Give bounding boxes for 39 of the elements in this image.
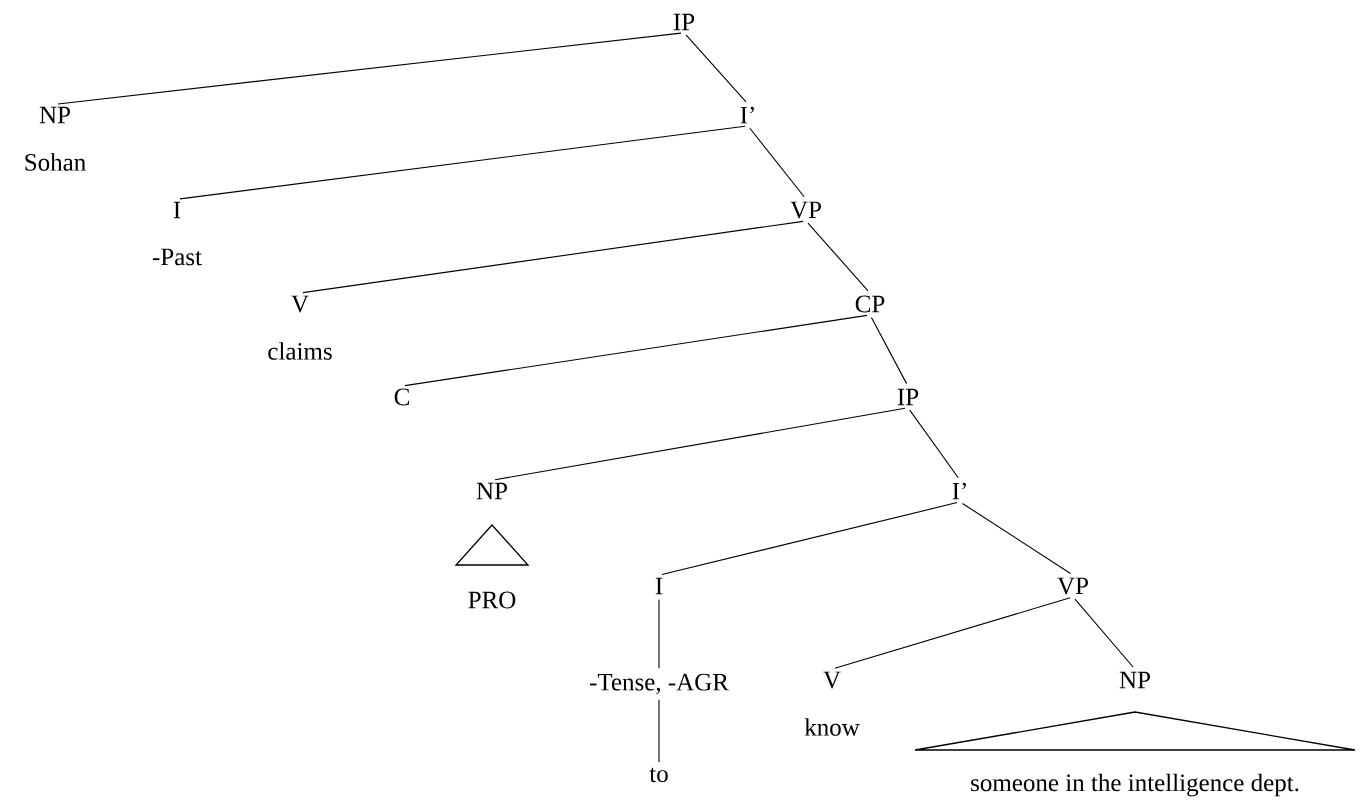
category-label: IP: [673, 13, 695, 31]
word-label: someone in the intelligence dept.: [971, 773, 1299, 797]
word-label: claims: [268, 342, 332, 360]
branch-line: [834, 597, 1071, 669]
branch-line: [494, 407, 906, 481]
category-label: I: [655, 577, 663, 595]
branch-line: [1074, 598, 1134, 668]
category-label: -Tense, -AGR: [590, 673, 729, 695]
category-label: VP: [790, 201, 821, 219]
branch-line: [962, 502, 1072, 574]
branch-line: [661, 502, 958, 576]
branch-line: [57, 32, 682, 105]
category-label: I’: [740, 106, 754, 124]
branch-line: [404, 314, 868, 387]
word-label: know: [804, 718, 860, 736]
branch-line: [807, 222, 869, 292]
word-label: -Past: [152, 248, 202, 266]
category-label: NP: [39, 106, 70, 124]
branch-line: [658, 699, 660, 763]
branch-line: [179, 125, 746, 200]
branch-line: [870, 317, 908, 385]
category-label: I: [173, 201, 181, 219]
category-label: V: [823, 671, 841, 689]
word-label: PRO: [468, 591, 516, 609]
category-label: I’: [952, 482, 966, 500]
branch-line: [909, 409, 959, 479]
category-label: NP: [476, 482, 507, 500]
category-label: V: [291, 295, 309, 313]
branch-line: [302, 220, 804, 294]
category-label: NP: [1119, 671, 1150, 689]
branch-line: [685, 34, 747, 103]
word-label: Sohan: [25, 153, 86, 171]
category-label: IP: [897, 388, 919, 406]
category-label: VP: [1057, 577, 1088, 595]
branch-line: [658, 599, 660, 669]
category-label: C: [394, 388, 409, 406]
branch-line: [749, 127, 805, 198]
category-label: CP: [855, 295, 885, 313]
category-label: to: [649, 767, 668, 783]
